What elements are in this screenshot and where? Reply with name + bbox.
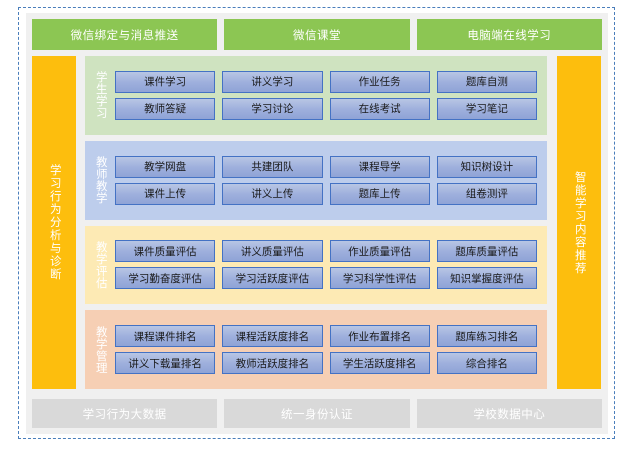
infra-label: 统一身份认证 [280,408,353,421]
infra-box-learning-behavior-big-data[interactable]: 学习行为大数据 [32,399,218,428]
section-label-teaching-evaluation: 教学评估 [85,226,115,305]
tile-co-building-team[interactable]: 共建团队 [222,155,323,178]
tile-online-exam[interactable]: 在线考试 [329,97,430,120]
tile-lecture-notes-study[interactable]: 讲义学习 [222,70,323,93]
tile-row: 学习勤奋度评估 学习活跃度评估 学习科学性评估 知识掌握度评估 [115,267,537,290]
module-stack: 学生学习 课件学习 讲义学习 作业任务 题库自测 教师答疑 学习讨论 在线考试 … [85,56,547,389]
tile-study-scientificity-evaluation[interactable]: 学习科学性评估 [329,267,430,290]
section-label-text: 教学管理 [94,325,107,374]
section-label-text: 学生学习 [94,71,107,120]
channel-label: 微信课堂 [292,29,341,42]
channel-box-pc-online-learning[interactable]: 电脑端在线学习 [416,19,602,50]
channel-label: 微信绑定与消息推送 [70,29,179,42]
tile-study-activity-evaluation[interactable]: 学习活跃度评估 [222,267,323,290]
channel-box-wechat-classroom[interactable]: 微信课堂 [224,19,410,50]
section-label-teacher-teaching: 教师教学 [85,141,115,220]
tile-lecture-notes-download-ranking[interactable]: 讲义下载量排名 [115,352,216,375]
middle-band: 学习行为分析与诊断 学生学习 课件学习 讲义学习 作业任务 题库自测 教师答疑 … [32,56,602,389]
pillar-left-label: 学习行为分析与诊断 [48,164,61,281]
tile-course-guidance[interactable]: 课程导学 [329,155,430,178]
tile-row: 教师答疑 学习讨论 在线考试 学习笔记 [115,97,537,120]
section-label-teaching-management: 教学管理 [85,310,115,389]
tile-courseware-study[interactable]: 课件学习 [115,70,216,93]
tile-course-courseware-ranking[interactable]: 课程课件排名 [115,325,216,348]
tile-course-activity-ranking[interactable]: 课程活跃度排名 [222,325,323,348]
tile-homework-quality-evaluation[interactable]: 作业质量评估 [329,240,430,263]
channel-label: 电脑端在线学习 [467,29,552,42]
infra-label: 学习行为大数据 [82,408,167,421]
infra-box-school-data-center[interactable]: 学校数据中心 [416,399,602,428]
tile-teaching-cloud-disk[interactable]: 教学网盘 [115,155,216,178]
tile-row: 教学网盘 共建团队 课程导学 知识树设计 [115,155,537,178]
section-student-learning: 学生学习 课件学习 讲义学习 作业任务 题库自测 教师答疑 学习讨论 在线考试 … [85,56,547,135]
channel-box-wechat-binding[interactable]: 微信绑定与消息推送 [32,19,218,50]
tile-grid-teaching-evaluation: 课件质量评估 讲义质量评估 作业质量评估 题库质量评估 学习勤奋度评估 学习活跃… [115,226,547,305]
tile-knowledge-mastery-evaluation[interactable]: 知识掌握度评估 [436,267,537,290]
pillar-intelligent-content-recommendation[interactable]: 智能学习内容推荐 [557,56,601,389]
tile-knowledge-tree-design[interactable]: 知识树设计 [436,155,537,178]
tile-grid-student-learning: 课件学习 讲义学习 作业任务 题库自测 教师答疑 学习讨论 在线考试 学习笔记 [115,56,547,135]
tile-grid-teaching-management: 课程课件排名 课程活跃度排名 作业布置排名 题库练习排名 讲义下载量排名 教师活… [115,310,547,389]
tile-row: 课程课件排名 课程活跃度排名 作业布置排名 题库练习排名 [115,325,537,348]
tile-question-bank-self-test[interactable]: 题库自测 [436,70,537,93]
tile-row: 课件质量评估 讲义质量评估 作业质量评估 题库质量评估 [115,240,537,263]
section-teaching-management: 教学管理 课程课件排名 课程活跃度排名 作业布置排名 题库练习排名 讲义下载量排… [85,310,547,389]
infra-label: 学校数据中心 [473,408,546,421]
tile-teacher-activity-ranking[interactable]: 教师活跃度排名 [222,352,323,375]
tile-student-activity-ranking[interactable]: 学生活跃度排名 [329,352,430,375]
tile-row: 课件上传 讲义上传 题库上传 组卷测评 [115,182,537,205]
tile-homework-assignment-ranking[interactable]: 作业布置排名 [329,325,430,348]
infra-box-unified-identity-authentication[interactable]: 统一身份认证 [224,399,410,428]
section-teacher-teaching: 教师教学 教学网盘 共建团队 课程导学 知识树设计 课件上传 讲义上传 题库上传… [85,140,547,220]
tile-lecture-notes-upload[interactable]: 讲义上传 [222,182,323,205]
tile-row: 讲义下载量排名 教师活跃度排名 学生活跃度排名 综合排名 [115,352,537,375]
access-channel-row: 微信绑定与消息推送 微信课堂 电脑端在线学习 [32,19,602,50]
tile-question-bank-practice-ranking[interactable]: 题库练习排名 [436,325,537,348]
tile-study-discussion[interactable]: 学习讨论 [222,97,323,120]
tile-question-bank-quality-evaluation[interactable]: 题库质量评估 [436,240,537,263]
tile-row: 课件学习 讲义学习 作业任务 题库自测 [115,70,537,93]
section-label-text: 教学评估 [94,240,107,289]
tile-question-bank-upload[interactable]: 题库上传 [329,182,430,205]
tile-courseware-quality-evaluation[interactable]: 课件质量评估 [115,240,216,263]
tile-teacher-qa[interactable]: 教师答疑 [115,97,216,120]
tile-study-notes[interactable]: 学习笔记 [436,97,537,120]
section-label-text: 教师教学 [94,156,107,205]
tile-lecture-notes-quality-evaluation[interactable]: 讲义质量评估 [222,240,323,263]
tile-comprehensive-ranking[interactable]: 综合排名 [436,352,537,375]
pillar-right-label: 智能学习内容推荐 [573,170,586,275]
section-teaching-evaluation: 教学评估 课件质量评估 讲义质量评估 作业质量评估 题库质量评估 学习勤奋度评估… [85,225,547,305]
tile-courseware-upload[interactable]: 课件上传 [115,182,216,205]
tile-grid-teacher-teaching: 教学网盘 共建团队 课程导学 知识树设计 课件上传 讲义上传 题库上传 组卷测评 [115,141,547,220]
pillar-learning-behavior-analysis[interactable]: 学习行为分析与诊断 [32,56,76,389]
architecture-diagram-frame [18,7,615,439]
section-label-student-learning: 学生学习 [85,56,115,135]
tile-study-diligence-evaluation[interactable]: 学习勤奋度评估 [115,267,216,290]
tile-paper-composition-assessment[interactable]: 组卷测评 [436,182,537,205]
tile-homework-tasks[interactable]: 作业任务 [329,70,430,93]
infrastructure-row: 学习行为大数据 统一身份认证 学校数据中心 [32,399,602,428]
